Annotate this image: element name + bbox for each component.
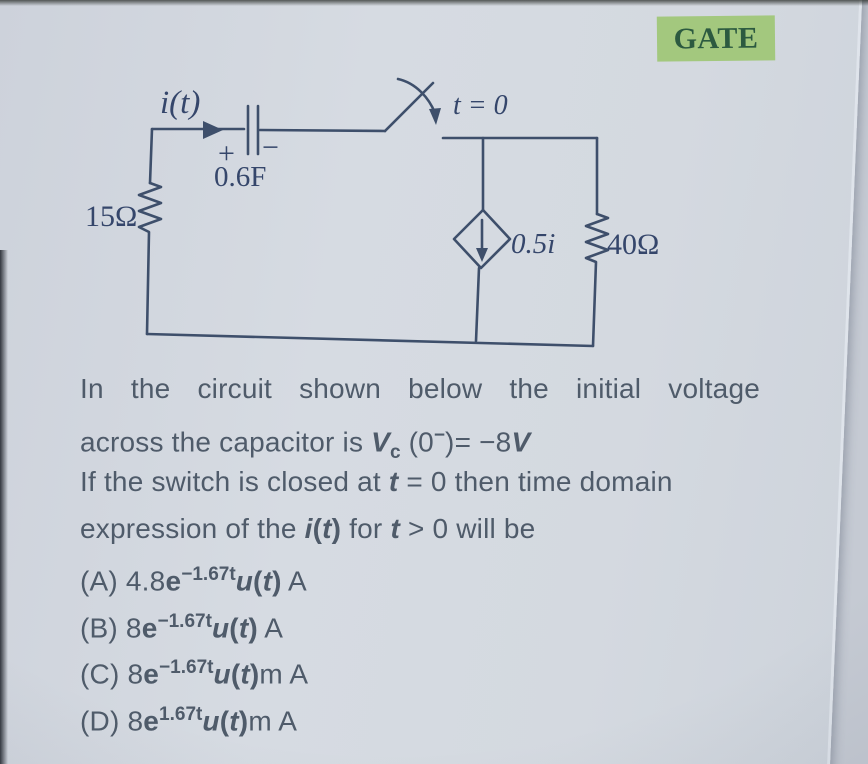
question-line: If the switch is closed at t = 0 then ti… (80, 466, 673, 497)
capacitor-minus-sign: − (262, 131, 279, 164)
circuit-diagram: i(t) + − 0.6F 15Ω t = 0 0.5i 40Ω (85, 77, 659, 348)
current-label: i(t) (160, 85, 200, 121)
wire-bottom (145, 332, 595, 348)
left-resistor-zigzag (137, 181, 163, 336)
switch-time-label: t = 0 (453, 90, 508, 121)
options-block: (A) 4.8e−1.67tu(t) A (B) 8e−1.67tu(t) A (C… (80, 552, 760, 738)
option-row: (A) 4.8e−1.67tu(t) A (80, 564, 307, 597)
photo-top-shadow (0, 0, 868, 6)
right-resistor-value: 40Ω (607, 228, 659, 261)
wire-dependent-source-bottom (474, 266, 481, 343)
switch-blade (383, 81, 435, 133)
question-line: expression of the i(t) for t > 0 will be (80, 512, 536, 544)
photo-left-shadow (0, 250, 8, 764)
option-row: (C) 8e−1.67tu(t)m A (80, 657, 309, 690)
current-direction-arrow-icon (203, 121, 223, 139)
question-line: In the circuit shown below the initial v… (80, 373, 760, 404)
question-and-options: In the circuit shown below the initial v… (80, 366, 760, 738)
question-block: In the circuit shown below the initial v… (80, 366, 760, 552)
switch-closing-arc (396, 77, 437, 115)
left-resistor-value: 15Ω (85, 200, 137, 233)
wire-to-switch (258, 128, 387, 133)
option-row: (D) 8e1.67tu(t)m A (80, 703, 298, 736)
option-row: (B) 8e−1.67tu(t) A (80, 610, 284, 643)
dependent-source-diamond (452, 208, 512, 270)
question-line: across the capacitor is Vc (0−)= −8V (80, 424, 531, 463)
right-resistor-zigzag (584, 212, 610, 348)
switch-arc-arrowhead-icon (429, 108, 441, 125)
dependent-source-arrowhead-icon (476, 248, 488, 262)
dependent-source-value: 0.5i (511, 228, 555, 260)
capacitance-value: 0.6F (214, 161, 266, 193)
capacitor-plus-sign: + (218, 137, 235, 170)
wire-left-top (148, 127, 154, 185)
